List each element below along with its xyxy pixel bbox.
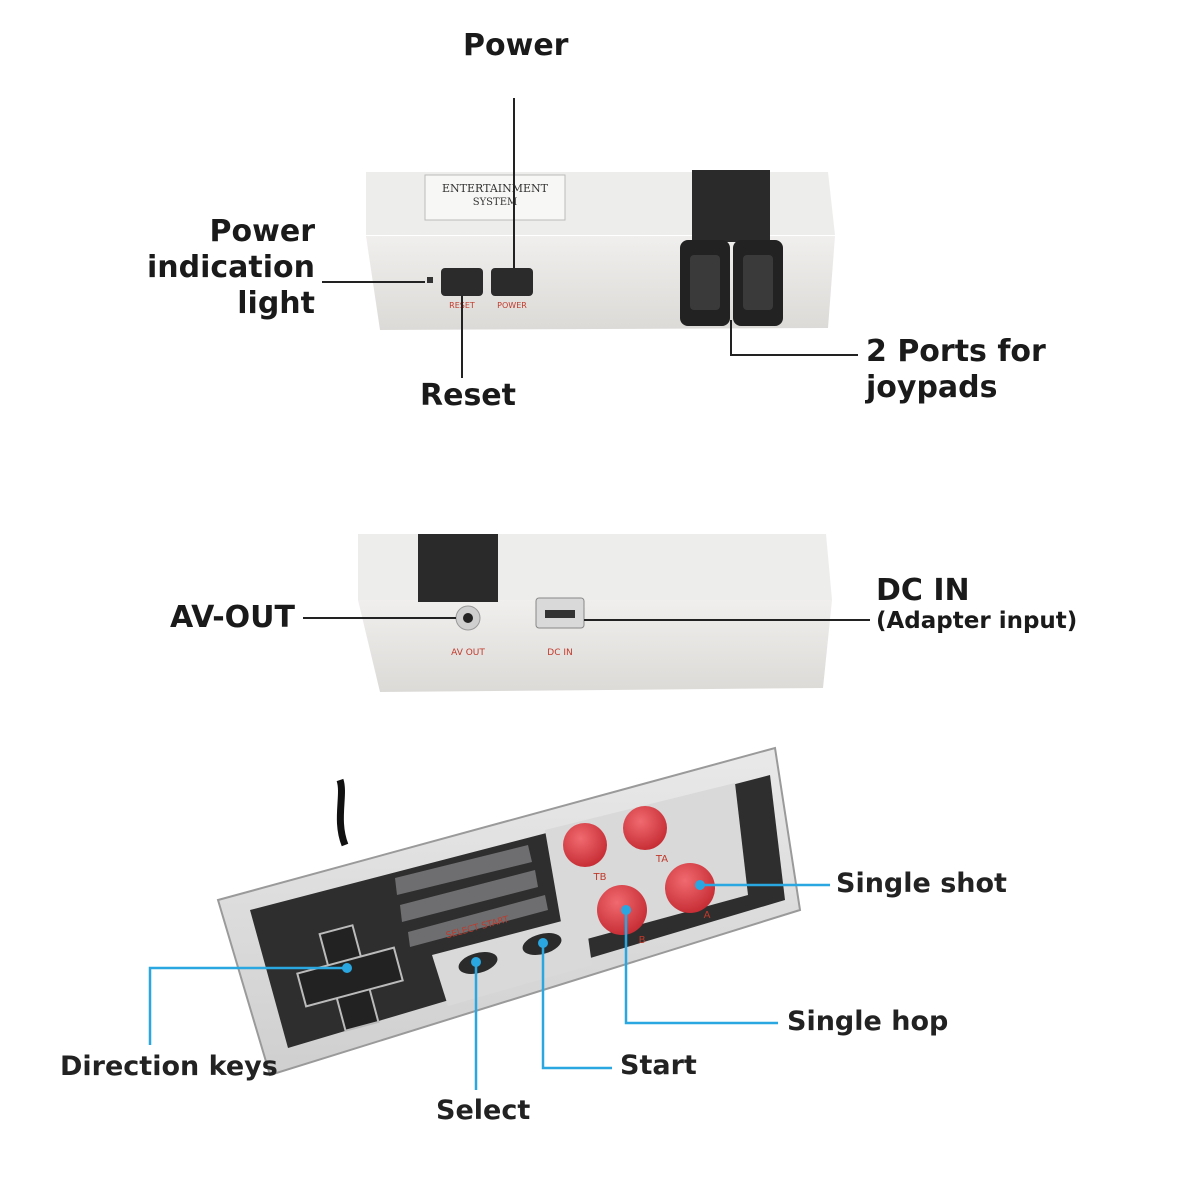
power-callout: Power xyxy=(463,28,569,63)
dc-in-callout: DC IN xyxy=(876,573,970,608)
select-callout: Select xyxy=(436,1095,531,1126)
av-out-port-hole xyxy=(463,613,473,623)
turbo-b-label: TB xyxy=(593,872,607,883)
port-cover xyxy=(692,170,770,242)
controller-stripe-3 xyxy=(408,895,548,947)
reset-button[interactable] xyxy=(441,268,483,296)
start-dot xyxy=(538,938,548,948)
black-leader-lines xyxy=(303,98,870,621)
power-indicator-light xyxy=(427,277,433,283)
a-label: A xyxy=(704,910,711,921)
single-hop-leader xyxy=(624,910,778,1025)
power-button[interactable] xyxy=(491,268,533,296)
single-shot-callout: Single shot xyxy=(836,868,1007,899)
console-panel-text-line2: SYSTEM xyxy=(473,197,518,208)
joypad-port-2-socket xyxy=(743,255,773,310)
direction-keys-callout: Direction keys xyxy=(60,1051,278,1082)
ports-for-joypads-callout: 2 Ports for joypads xyxy=(866,334,1046,406)
dpad-horizontal[interactable] xyxy=(296,946,404,1008)
single-shot-dot xyxy=(695,880,705,890)
controller-stripe-1 xyxy=(395,845,532,895)
controller: SELECT START TB TA B A xyxy=(216,746,802,1077)
turbo-a-label: TA xyxy=(655,854,668,865)
ports-leader xyxy=(730,320,858,356)
console-back-face xyxy=(358,600,832,692)
av-out-port-label: AV OUT xyxy=(451,648,485,658)
select-dot xyxy=(471,957,481,967)
single-hop-callout: Single hop xyxy=(787,1006,949,1037)
direction-pad[interactable] xyxy=(296,924,404,1032)
power-indication-light-callout-line2: indication xyxy=(146,250,315,285)
controller-cable xyxy=(336,778,349,847)
a-button[interactable] xyxy=(665,863,715,913)
dc-in-port-slot xyxy=(545,610,575,618)
dc-in-port-label: DC IN xyxy=(547,648,572,658)
joypad-port-1-socket xyxy=(690,255,720,310)
ports-for-joypads-callout-line1: 2 Ports for xyxy=(866,334,1046,369)
back-port-cover xyxy=(418,534,498,602)
ports-for-joypads-callout-line2: joypads xyxy=(866,370,998,405)
power-indication-light-callout-line1: Power xyxy=(209,214,315,249)
power-indication-light-callout: Power indication light xyxy=(130,214,315,322)
power-indication-light-callout-line3: light xyxy=(237,286,315,321)
dc-in-sub-callout: (Adapter input) xyxy=(876,608,1078,634)
av-out-callout: AV-OUT xyxy=(170,600,295,635)
console-label-panel xyxy=(424,174,566,221)
turbo-b-button[interactable] xyxy=(563,823,607,867)
direction-keys-dot xyxy=(342,963,352,973)
console-front-view: ENTERTAINMENT SYSTEM RESET POWER xyxy=(366,170,835,330)
single-hop-dot xyxy=(621,905,631,915)
start-leader xyxy=(541,943,612,1070)
turbo-a-button[interactable] xyxy=(623,806,667,850)
blue-pointer-dots xyxy=(342,880,705,973)
console-panel-text-line1: ENTERTAINMENT xyxy=(442,182,549,195)
b-label: B xyxy=(639,935,646,946)
controller-stripe-2 xyxy=(400,870,538,922)
direction-keys-leader xyxy=(148,966,347,1045)
blue-leader-lines xyxy=(148,883,830,1090)
start-callout: Start xyxy=(620,1050,697,1081)
reset-callout: Reset xyxy=(420,378,516,413)
console-back-view: AV OUT DC IN xyxy=(358,534,832,692)
power-button-label: POWER xyxy=(497,301,527,310)
